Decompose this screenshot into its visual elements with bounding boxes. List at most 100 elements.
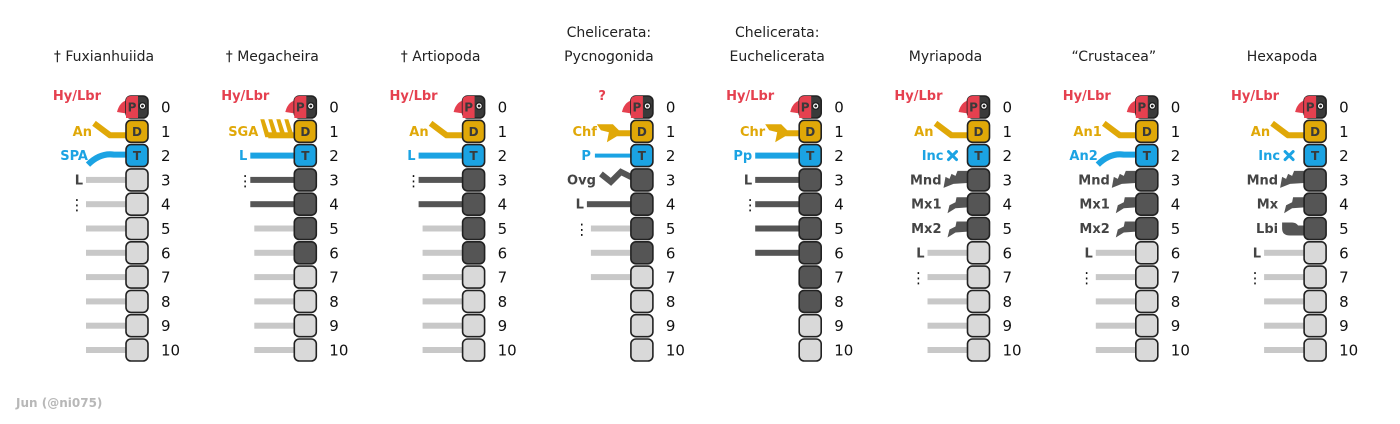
body-segment <box>630 168 654 192</box>
body-segment <box>293 289 318 314</box>
leg-limb <box>755 176 802 183</box>
appendage-label: Mnd <box>910 173 942 188</box>
taxon-title-line: Myriapoda <box>909 49 983 65</box>
body-segment <box>966 119 991 144</box>
great-appendage-claw <box>260 119 271 138</box>
segment-number: 4 <box>161 196 171 214</box>
segment-number: 1 <box>329 123 339 141</box>
appendage-label: Mx2 <box>911 222 941 237</box>
segment-letter-d: D <box>132 125 142 139</box>
body-segment <box>293 143 318 168</box>
segment-number: 1 <box>834 123 844 141</box>
curved-limb <box>85 151 128 167</box>
body-segment <box>1303 216 1327 241</box>
body-segment <box>798 338 823 362</box>
protocerebrum-segment <box>462 96 475 118</box>
segment-number: 4 <box>329 196 339 214</box>
leg-limb <box>86 176 128 183</box>
leg-limb <box>86 298 128 305</box>
segment-letter-t: T <box>301 149 310 163</box>
leg-limb <box>418 176 465 183</box>
segment-number: 7 <box>161 269 171 287</box>
body-segment <box>461 119 486 144</box>
segment-number: 9 <box>161 317 171 335</box>
leg-limb <box>418 152 465 159</box>
body-segment <box>1135 168 1159 192</box>
limbs <box>250 100 299 353</box>
appendage-label: Mx2 <box>1079 222 1109 237</box>
segment-number: 1 <box>1003 123 1013 141</box>
segment-number: 7 <box>1003 269 1013 287</box>
segment-number: 6 <box>1171 244 1181 262</box>
limbs <box>1095 100 1140 353</box>
leg-limb <box>927 249 970 256</box>
segment-number: 10 <box>329 342 348 360</box>
segment-number: 10 <box>498 342 517 360</box>
segment-number: 1 <box>161 123 171 141</box>
body-segment <box>630 338 654 362</box>
leg-limb <box>250 201 297 208</box>
leg-limb <box>1264 347 1307 353</box>
chela-limb <box>765 124 802 143</box>
body-segment <box>1303 265 1327 289</box>
segment-letter-p: P <box>464 101 473 115</box>
body-segment <box>461 313 486 338</box>
segment-number: 4 <box>834 196 844 214</box>
leg-limb <box>1264 322 1307 329</box>
continuation-ellipsis: ⋮ <box>70 196 85 214</box>
segment-letter-t: T <box>974 149 983 163</box>
appendage-label: Lbi <box>1256 222 1278 237</box>
body-segment <box>798 216 823 241</box>
leg-limb <box>590 225 633 232</box>
leg-limb <box>1095 347 1138 353</box>
leg-limb <box>254 322 297 329</box>
segment-number: 10 <box>1339 342 1358 360</box>
segment-number: 10 <box>834 342 853 360</box>
segment-number: 1 <box>1339 123 1349 141</box>
body-segment <box>630 241 654 265</box>
antenna-limb <box>1270 120 1307 139</box>
segment-number: 10 <box>161 342 180 360</box>
body-segment <box>630 265 654 289</box>
segment-number: 0 <box>329 99 339 117</box>
segment-number: 2 <box>666 147 676 165</box>
segment-letter-p: P <box>1137 101 1146 115</box>
segment-letter-t: T <box>133 149 142 163</box>
body-segment <box>1303 338 1327 362</box>
lost-appendage-cross <box>947 150 958 162</box>
body-segment <box>461 216 486 241</box>
leg-limb <box>755 201 802 208</box>
segment-number: 8 <box>1339 293 1349 311</box>
body-segment <box>293 241 318 265</box>
segment-letter-d: D <box>637 125 647 139</box>
leg-limb <box>422 249 465 256</box>
segment-letter-p: P <box>801 101 810 115</box>
maxilla-limb <box>947 221 970 238</box>
leg-limb <box>86 201 128 208</box>
appendage-label: Chr <box>740 125 766 140</box>
leg-limb <box>422 322 465 329</box>
leg-limb <box>86 274 128 281</box>
taxon-title-line: † Artiopoda <box>401 49 481 65</box>
protocerebrum-segment <box>967 96 980 118</box>
segment-number: 6 <box>329 244 339 262</box>
protocerebrum-segment <box>126 96 138 118</box>
body-segment <box>461 192 486 216</box>
segment-number: 4 <box>1171 196 1181 214</box>
leg-limb <box>422 274 465 281</box>
body-segment <box>1135 338 1159 362</box>
segment-column: PDT <box>125 95 149 362</box>
segment-number: 5 <box>1171 220 1181 238</box>
segment-number: 9 <box>834 317 844 335</box>
segment-number: 5 <box>329 220 339 238</box>
body-segment <box>630 192 654 216</box>
appendage-label: An <box>409 125 428 140</box>
segment-number: 1 <box>666 123 676 141</box>
segment-number: 9 <box>1339 317 1349 335</box>
segment-number: 7 <box>498 269 508 287</box>
segment-letter-p: P <box>128 101 137 115</box>
segment-number: 3 <box>329 171 339 189</box>
body-segment <box>125 265 149 289</box>
